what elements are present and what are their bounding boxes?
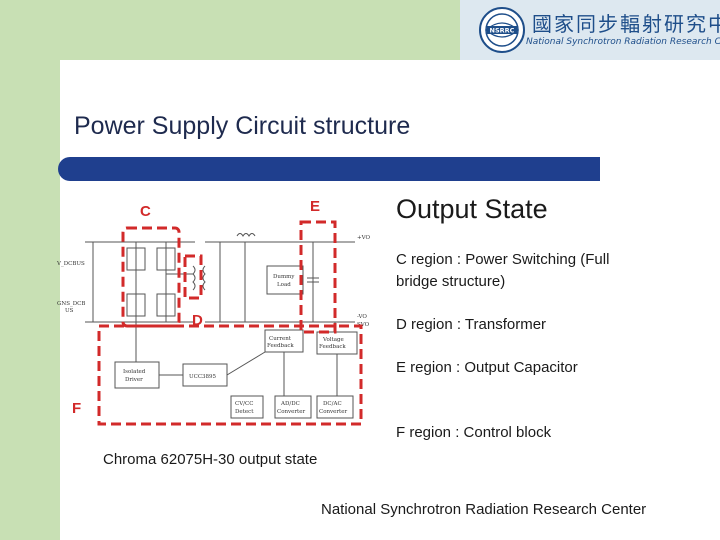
- minus-vo-label: -VO: [357, 314, 367, 320]
- detect-label: Detect: [235, 409, 254, 415]
- driver-label: Driver: [125, 377, 143, 383]
- power-supply-schematic: V_DCBUS GNS_DCB US +VO Dummy Load -VO SV…: [56, 220, 370, 426]
- logo-badge: NSRRC: [490, 27, 515, 35]
- us-label: US: [65, 308, 74, 314]
- da-label: DC/AC: [323, 401, 342, 407]
- output-state-heading: Output State: [396, 194, 548, 224]
- region-d-label: D: [192, 312, 203, 329]
- green-side-band: [0, 0, 60, 540]
- plus-vo-label: +VO: [357, 235, 370, 241]
- region-d-description: D region : Transformer: [396, 316, 547, 333]
- title-accent-bar: [58, 157, 600, 181]
- da-converter-label: Converter: [319, 409, 348, 415]
- region-f-description: F region : Control block: [396, 424, 552, 441]
- nsrrc-seal-icon: NSRRC: [479, 7, 525, 53]
- institution-logo: NSRRC 國家同步輻射研究中心 National Synchrotron Ra…: [460, 0, 720, 60]
- region-f-label: F: [72, 400, 82, 417]
- logo-chinese-text: 國家同步輻射研究中心: [532, 12, 720, 36]
- ad-label: AD/DC: [280, 401, 300, 407]
- region-e-outline: [299, 220, 337, 334]
- region-c-outline: [121, 226, 181, 328]
- ad-converter-label: Converter: [277, 409, 306, 415]
- region-c-description: C region : Power Switching (Full bridge …: [396, 251, 610, 290]
- region-e-description: E region : Output Capacitor: [396, 359, 578, 376]
- region-c-label: C: [140, 203, 151, 220]
- v-dcbus-label: V_DCBUS: [56, 261, 85, 267]
- voltage-feedback-label: Feedback: [319, 344, 346, 350]
- load-label: Load: [277, 282, 291, 288]
- current-feedback-label: Feedback: [267, 343, 294, 349]
- region-d-outline: [183, 254, 203, 300]
- svo-label: SVO: [357, 322, 370, 328]
- green-top-band: [60, 0, 460, 60]
- current-label: Current: [269, 336, 292, 342]
- cv-cc-label: CV/CC: [235, 401, 253, 407]
- logo-english-text: National Synchrotron Radiation Research …: [526, 37, 720, 47]
- figure-caption: Chroma 62075H-30 output state: [103, 451, 318, 468]
- uc-label: UCC3895: [189, 374, 217, 380]
- footer-text: National Synchrotron Radiation Research …: [321, 501, 647, 518]
- region-e-label: E: [310, 198, 321, 215]
- isolated-label: Isolated: [123, 369, 146, 375]
- voltage-label: Voltage: [322, 337, 344, 343]
- dummy-label: Dummy: [273, 274, 295, 280]
- gns-dcbus-label: GNS_DCB: [57, 301, 85, 307]
- slide-title: Power Supply Circuit structure: [74, 112, 411, 140]
- slide-panel: [60, 60, 720, 540]
